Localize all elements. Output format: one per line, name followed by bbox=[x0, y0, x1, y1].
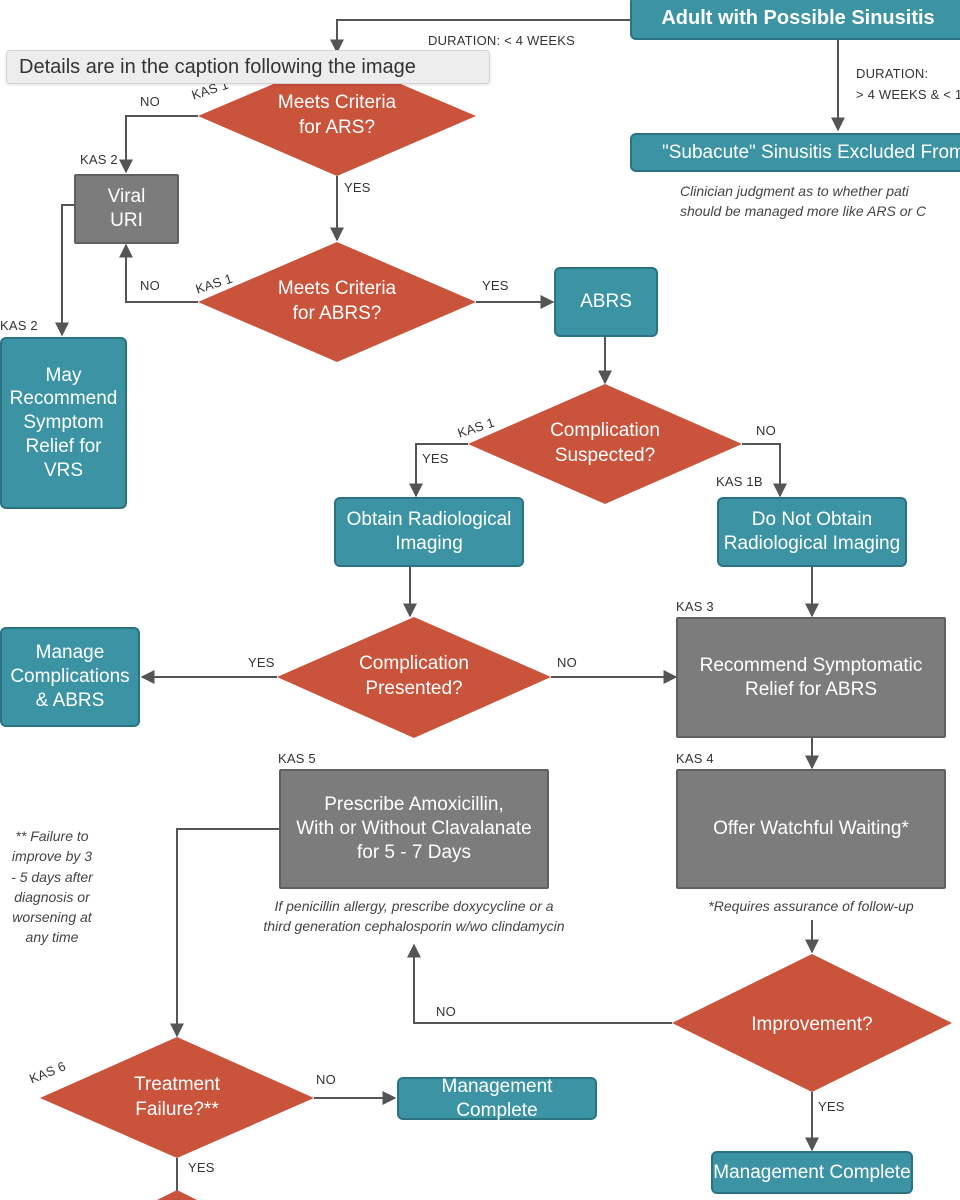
label-duration-gt4-line: DURATION: bbox=[856, 66, 929, 81]
node-do-not-line: Radiological Imaging bbox=[723, 533, 901, 554]
node-may-line: Symptom bbox=[23, 412, 104, 434]
node-abrs: ABRS bbox=[554, 267, 658, 337]
failure-note-line: worsening at bbox=[12, 909, 92, 926]
node-manage-complications: Manage Complications & ABRS bbox=[0, 627, 140, 727]
label-presented-no: NO bbox=[557, 655, 577, 670]
label-ars-yes: YES bbox=[344, 180, 371, 195]
label-duration-lt4: DURATION: < 4 WEEKS bbox=[428, 33, 575, 48]
node-viral-line: URI bbox=[110, 210, 143, 231]
node-prescribe-line: With or Without Clavalanate bbox=[296, 818, 532, 840]
label-duration-gt4: DURATION: > 4 WEEKS & < 12 bbox=[856, 64, 960, 106]
node-adult-possible-sinusitis: Adult with Possible Sinusitis bbox=[630, 0, 960, 40]
decision-meets-ars bbox=[198, 57, 476, 176]
decision-treatment-failure bbox=[40, 1037, 314, 1158]
decision-meets-abrs bbox=[198, 242, 476, 362]
node-recommend-relief: Recommend Symptomatic Relief for ABRS bbox=[676, 617, 946, 738]
subacute-note-line: should be managed more like ARS or C bbox=[680, 203, 927, 220]
decision-improvement bbox=[672, 954, 952, 1092]
label-comp-no: NO bbox=[756, 423, 776, 438]
failure-note-line: diagnosis or bbox=[14, 888, 90, 905]
label-ars-no: NO bbox=[140, 94, 160, 109]
node-relief-line: Recommend Symptomatic bbox=[699, 654, 923, 676]
node-manage-line: Manage bbox=[35, 642, 105, 664]
node-adult-text: Adult with Possible Sinusitis bbox=[661, 6, 935, 29]
node-complete-right-text: Management Complete bbox=[713, 1161, 911, 1183]
failure-note-line: - 5 days after bbox=[11, 868, 93, 885]
node-manage-line: & ABRS bbox=[35, 689, 105, 711]
node-may-line: VRS bbox=[43, 459, 84, 481]
decision-complication-presented bbox=[277, 617, 551, 738]
node-offer-watchful-waiting: Offer Watchful Waiting* bbox=[676, 769, 946, 889]
failure-note-line: improve by 3 bbox=[11, 848, 93, 865]
node-relief-line: Relief for ABRS bbox=[745, 678, 877, 700]
waiting-note-text: *Requires assurance of follow-up bbox=[708, 898, 914, 914]
node-waiting-text: Offer Watchful Waiting* bbox=[713, 818, 909, 840]
arrow-complication-no-to-no-imaging bbox=[742, 443, 787, 498]
node-prescribe-line: Prescribe Amoxicillin, bbox=[324, 794, 504, 816]
subacute-note-line: Clinician judgment as to whether pati bbox=[680, 183, 909, 199]
node-management-complete-right: Management Complete bbox=[711, 1151, 913, 1194]
label-kas5: KAS 5 bbox=[278, 751, 316, 766]
caption-tooltip: Details are in the caption following the… bbox=[6, 50, 490, 84]
arrow-viral-to-may-recommend bbox=[55, 204, 76, 337]
label-abrs-yes: YES bbox=[482, 278, 509, 293]
arrow-ars-no-to-viral bbox=[119, 115, 198, 174]
arrow-abrs-no-to-viral bbox=[119, 243, 198, 303]
failure-note: ** Failure to improve by 3 - 5 days afte… bbox=[0, 826, 104, 948]
label-kas3: KAS 3 bbox=[676, 599, 714, 614]
node-management-complete-left: Management Complete bbox=[397, 1075, 597, 1121]
label-kas4: KAS 4 bbox=[676, 751, 714, 766]
node-may-recommend: May Recommend Symptom Relief for VRS bbox=[0, 337, 127, 509]
node-abrs-text: ABRS bbox=[580, 291, 632, 313]
prescribe-note-line: If penicillin allergy, prescribe doxycyc… bbox=[274, 898, 554, 914]
node-obtain-line: Obtain Radiological bbox=[346, 509, 512, 531]
node-obtain-imaging: Obtain Radiological Imaging bbox=[334, 497, 524, 567]
arrow-adult-to-ars bbox=[330, 19, 632, 54]
arrow-complication-yes-to-imaging bbox=[409, 443, 468, 498]
arrow-prescribe-to-treatment-failure bbox=[170, 828, 280, 1038]
node-complete-left-text: Management Complete bbox=[441, 1075, 553, 1121]
label-abrs-no: NO bbox=[140, 278, 160, 293]
node-subacute-text: "Subacute" Sinusitis Excluded From Gu bbox=[662, 141, 960, 163]
label-improvement-yes: YES bbox=[818, 1099, 845, 1114]
node-may-line: Recommend bbox=[9, 388, 118, 410]
failure-note-line: ** Failure to bbox=[15, 828, 89, 844]
node-manage-line: Complications bbox=[10, 666, 130, 688]
node-may-line: Relief for bbox=[25, 435, 102, 457]
node-prescribe-amoxicillin: Prescribe Amoxicillin, With or Without C… bbox=[279, 769, 549, 889]
label-failure-no: NO bbox=[316, 1072, 336, 1087]
label-failure-yes: YES bbox=[188, 1160, 215, 1175]
subacute-note: Clinician judgment as to whether pati sh… bbox=[680, 181, 926, 222]
node-do-not-obtain-imaging: Do Not Obtain Radiological Imaging bbox=[717, 497, 907, 567]
node-obtain-line: Imaging bbox=[395, 533, 463, 554]
decision-complication-suspected bbox=[468, 384, 742, 504]
node-viral-line: Viral bbox=[107, 186, 146, 208]
label-comp-yes: YES bbox=[422, 451, 449, 466]
prescribe-note: If penicillin allergy, prescribe doxycyc… bbox=[226, 896, 602, 937]
node-do-not-line: Do Not Obtain bbox=[751, 509, 873, 531]
arrow-improvement-no-to-prescribe bbox=[407, 943, 672, 1024]
prescribe-note-line: third generation cephalosporin w/wo clin… bbox=[263, 918, 565, 935]
node-viral-uri: Viral URI bbox=[74, 174, 179, 244]
node-prescribe-line: for 5 - 7 Days bbox=[356, 841, 472, 863]
label-kas1b: KAS 1B bbox=[716, 474, 763, 489]
label-presented-yes: YES bbox=[248, 655, 275, 670]
label-duration-gt4-line: > 4 WEEKS & < 12 bbox=[856, 86, 960, 102]
node-subacute-excluded: "Subacute" Sinusitis Excluded From Gu bbox=[630, 133, 960, 172]
failure-note-line: any time bbox=[25, 929, 79, 946]
label-viral-kas2: KAS 2 bbox=[80, 152, 118, 167]
node-may-line: May bbox=[45, 364, 82, 386]
decision-next-partial bbox=[157, 1190, 197, 1200]
label-may-kas2: KAS 2 bbox=[0, 318, 38, 333]
waiting-note: *Requires assurance of follow-up bbox=[676, 896, 946, 916]
label-improvement-no: NO bbox=[436, 1004, 456, 1019]
